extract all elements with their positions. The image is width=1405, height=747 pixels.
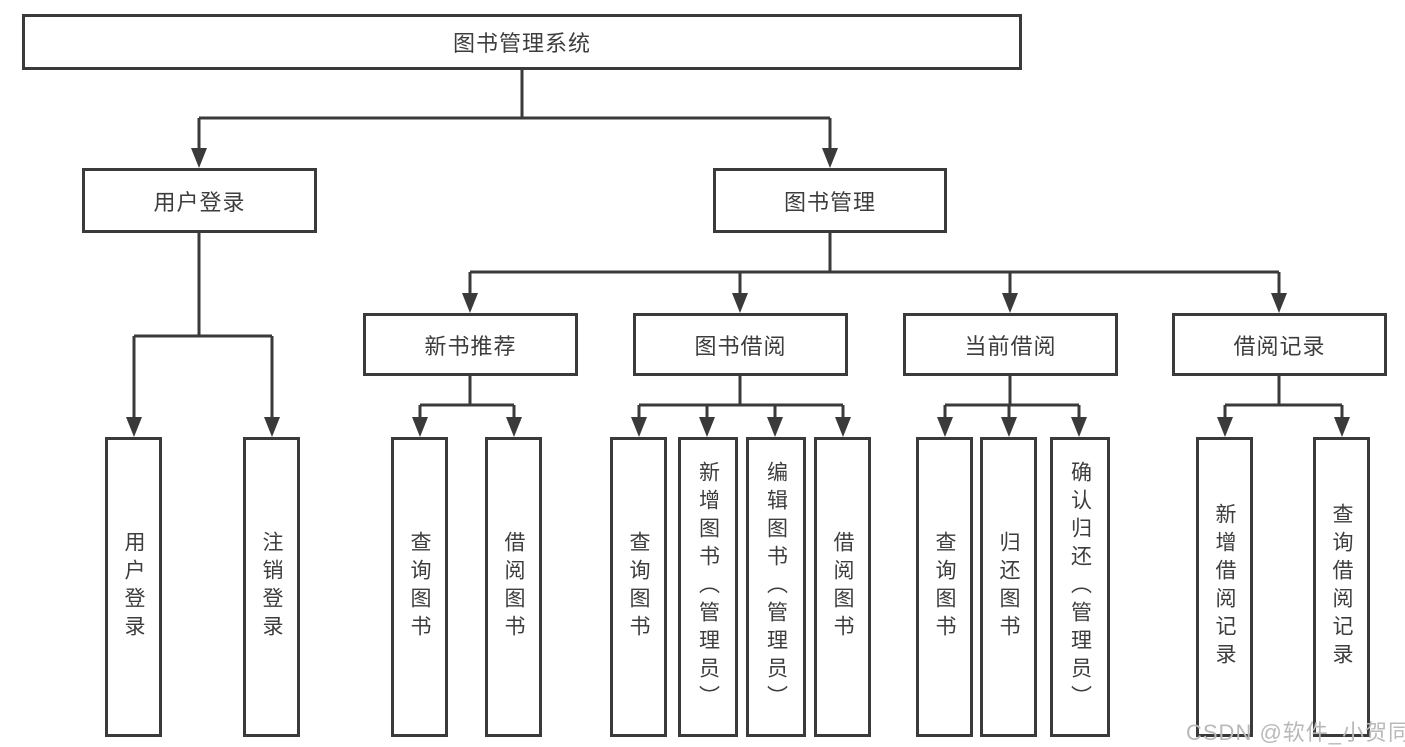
leaf-edit-book-admin: 编辑图书（管理员）: [746, 437, 806, 737]
node-new-book-recommend: 新书推荐: [363, 313, 578, 376]
leaf-query-books-current: 查询图书: [916, 437, 973, 737]
leaf-confirm-return-admin-label: 确认归还（管理员）: [1068, 461, 1092, 713]
node-user-login: 用户登录: [82, 168, 317, 233]
node-borrow-records-label: 借阅记录: [1233, 333, 1326, 359]
leaf-borrow-books-recommend-label: 借阅图书: [502, 531, 525, 643]
leaf-query-books-recommend-label: 查询图书: [408, 531, 431, 643]
node-new-book-recommend-label: 新书推荐: [424, 333, 517, 359]
leaf-borrow-books-recommend: 借阅图书: [485, 437, 542, 737]
node-root-label: 图书管理系统: [452, 31, 591, 56]
leaf-query-books-recommend: 查询图书: [391, 437, 448, 737]
node-current-borrow: 当前借阅: [903, 313, 1118, 376]
node-book-management-label: 图书管理: [783, 189, 876, 215]
leaf-query-borrow-record-label: 查询借阅记录: [1330, 503, 1353, 671]
node-book-borrow-label: 图书借阅: [694, 333, 787, 359]
leaf-borrow-books: 借阅图书: [814, 437, 871, 737]
leaf-query-borrow-record: 查询借阅记录: [1313, 437, 1370, 737]
node-current-borrow-label: 当前借阅: [964, 333, 1057, 359]
leaf-user-login-label: 用户登录: [122, 531, 145, 643]
leaf-add-borrow-record-label: 新增借阅记录: [1213, 503, 1236, 671]
leaf-edit-book-admin-label: 编辑图书（管理员）: [764, 461, 788, 713]
leaf-borrow-books-label: 借阅图书: [831, 531, 854, 643]
leaf-add-book-admin-label: 新增图书（管理员）: [696, 461, 720, 713]
leaf-query-books-borrow: 查询图书: [610, 437, 667, 737]
leaf-confirm-return-admin: 确认归还（管理员）: [1050, 437, 1110, 737]
node-borrow-records: 借阅记录: [1172, 313, 1387, 376]
node-user-login-label: 用户登录: [153, 189, 246, 215]
leaf-logout-label: 注销登录: [260, 531, 283, 643]
leaf-add-borrow-record: 新增借阅记录: [1196, 437, 1253, 737]
leaf-user-login: 用户登录: [105, 437, 162, 737]
node-book-management: 图书管理: [713, 168, 947, 233]
leaf-query-books-borrow-label: 查询图书: [627, 531, 650, 643]
leaf-logout: 注销登录: [243, 437, 300, 737]
leaf-query-books-current-label: 查询图书: [933, 531, 956, 643]
node-root: 图书管理系统: [22, 14, 1022, 70]
leaf-return-books-label: 归还图书: [997, 531, 1020, 643]
node-book-borrow: 图书借阅: [633, 313, 848, 376]
leaf-return-books: 归还图书: [980, 437, 1037, 737]
leaf-add-book-admin: 新增图书（管理员）: [678, 437, 738, 737]
watermark: CSDN @软件_小贺同学: [1186, 720, 1405, 745]
